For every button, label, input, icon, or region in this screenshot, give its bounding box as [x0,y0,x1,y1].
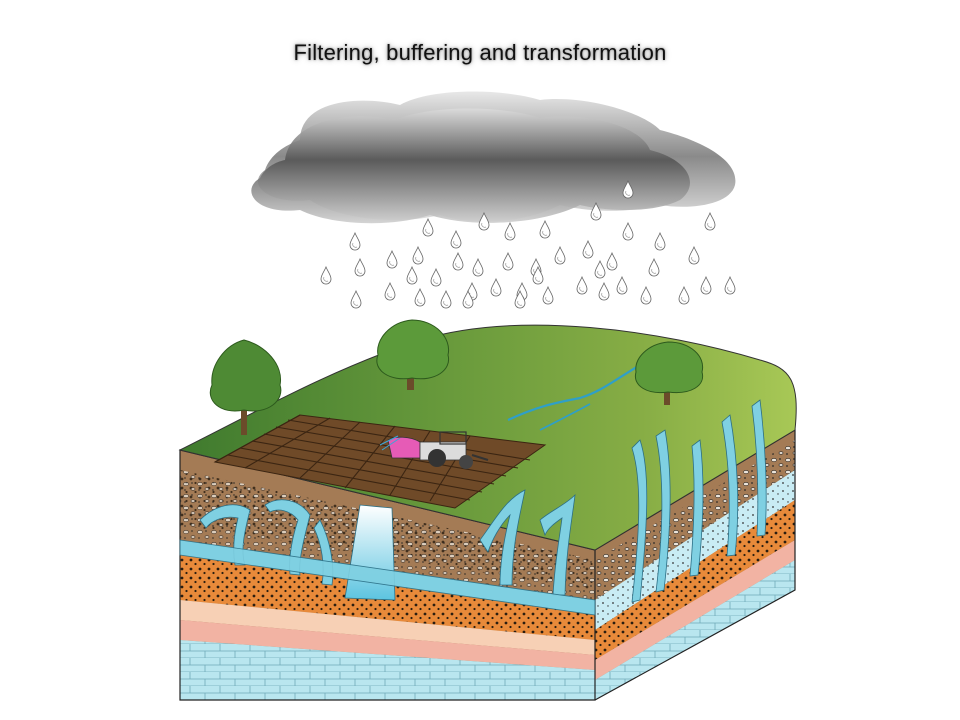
page-title: Filtering, buffering and transformation [293,40,667,65]
raindrop-icon [576,276,588,295]
raindrop-icon [450,230,462,249]
raindrop-icon [640,286,652,305]
raindrop-icon [384,282,396,301]
raindrop-icon [606,252,618,271]
raindrop-icon [472,258,484,277]
tree-icon [634,341,704,405]
raindrop-icon [724,276,736,295]
raindrop-icon [622,222,634,241]
raindrop-icon [688,246,700,265]
raindrop-icon [502,252,514,271]
raindrop-icon [412,246,424,265]
groundwater-channels [179,489,596,616]
raindrop-icon [648,258,660,277]
raindrop-icon [386,250,398,269]
tree-icon [376,319,450,390]
raindrop-icon [452,252,464,271]
raindrop-icon [542,286,554,305]
raindrop-icon [320,266,332,285]
raindrop-icon [430,268,442,287]
soil-block [178,324,797,701]
raindrop-icon [349,232,361,251]
raindrop-icon [504,222,516,241]
raindrop-icon [582,240,594,259]
raindrop-icon [554,246,566,265]
raindrop-icon [594,260,606,279]
raindrop-icon [354,258,366,277]
raindrop-icon [616,276,628,295]
raindrop-icon [598,282,610,301]
raindrop-icon [678,286,690,305]
tree-icon [209,339,282,435]
raindrop-icon [422,218,434,237]
field-furrows [214,414,531,502]
raindrop-icon [704,212,716,231]
raindrop-icon [414,288,426,307]
raindrop-icon [654,232,666,251]
tractor-icon [379,431,489,469]
raindrop-icon [700,276,712,295]
raindrop-icon [350,290,362,309]
rain-cloud-icon [251,91,736,224]
raindrop-icon [490,278,502,297]
raindrop-icon [539,220,551,239]
raindrop-icon [406,266,418,285]
raindrop-icon [440,290,452,309]
